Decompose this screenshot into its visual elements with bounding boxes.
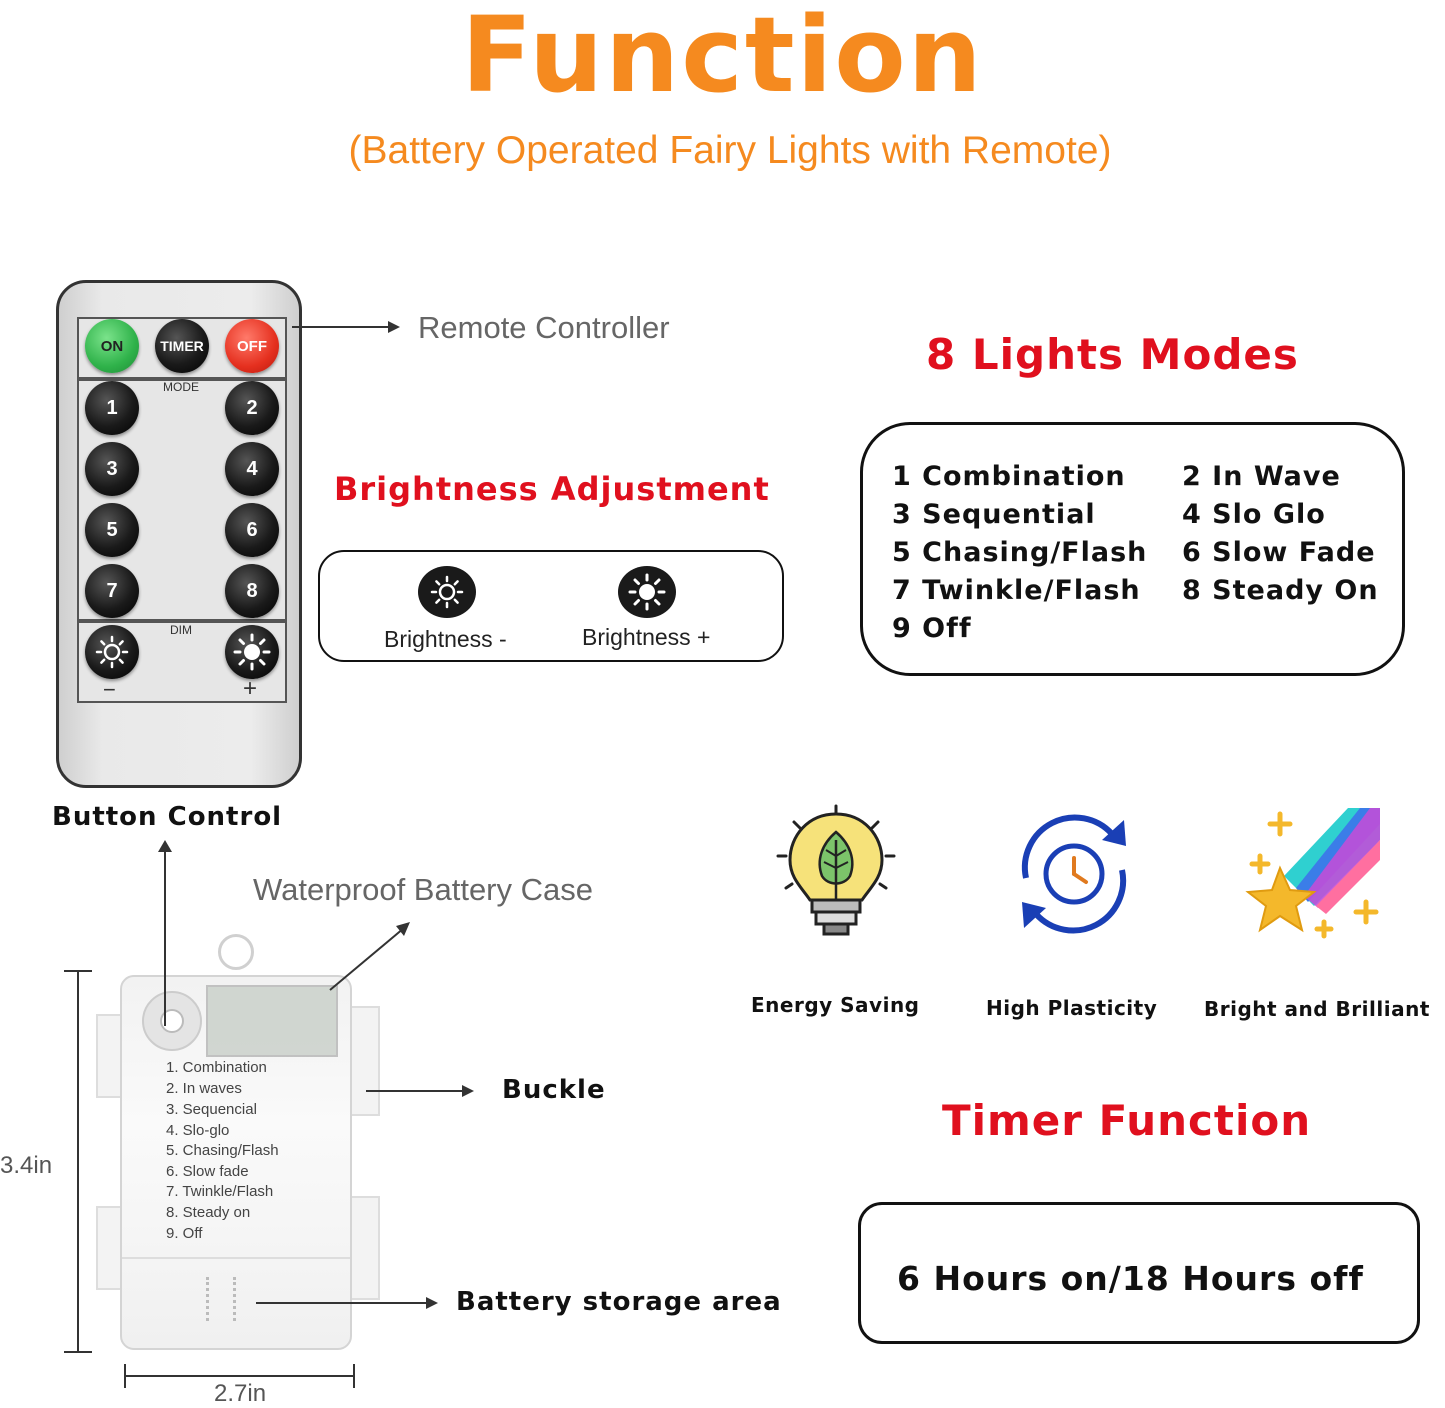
sun-large-icon: [233, 633, 271, 671]
dim-plus-symbol: +: [243, 675, 258, 702]
energy-saving-label: Energy Saving: [751, 993, 920, 1017]
mode-item: 9 Off: [892, 613, 972, 644]
case-spring: [206, 1277, 236, 1321]
case-divider: [122, 1257, 350, 1259]
sun-small-icon: [95, 635, 129, 669]
mode-6-button[interactable]: 6: [225, 503, 279, 557]
mode-item: 7 Twinkle/Flash: [892, 575, 1141, 606]
brightness-heading: Brightness Adjustment: [334, 470, 770, 508]
width-dimension-line: [124, 1364, 355, 1388]
mode-1-button[interactable]: 1: [85, 381, 139, 435]
case-hang-loop: [218, 934, 254, 970]
button-control-label: Button Control: [52, 802, 283, 832]
mode-item: 6 Slow Fade: [1182, 537, 1376, 568]
mode-8-button[interactable]: 8: [225, 564, 279, 618]
buckle-arrow: [366, 1085, 474, 1097]
modes-heading: 8 Lights Modes: [926, 330, 1299, 379]
case-list-item: 8. Steady on: [166, 1204, 251, 1221]
case-clip: [350, 1196, 380, 1300]
battery-storage-arrow: [256, 1297, 438, 1309]
timer-heading: Timer Function: [942, 1096, 1312, 1145]
mode-4-button[interactable]: 4: [225, 442, 279, 496]
case-list-item: 7. Twinkle/Flash: [166, 1183, 274, 1200]
mode-item: 3 Sequential: [892, 499, 1096, 530]
mode-7-button[interactable]: 7: [85, 564, 139, 618]
case-list-item: 1. Combination: [166, 1059, 267, 1076]
on-button[interactable]: ON: [85, 319, 139, 373]
waterproof-arrow: [329, 922, 410, 991]
case-circuit-board: [206, 985, 338, 1057]
mode-item: 5 Chasing/Flash: [892, 537, 1148, 568]
case-switch: [142, 991, 202, 1051]
dim-minus-symbol: −: [103, 677, 116, 702]
refresh-clock-icon: [1021, 814, 1127, 934]
dim-plus-button[interactable]: [225, 625, 279, 679]
mode-3-button[interactable]: 3: [85, 442, 139, 496]
shooting-star-icon: [1245, 808, 1380, 939]
mode-5-button[interactable]: 5: [85, 503, 139, 557]
height-label: 3.4in: [0, 1152, 53, 1179]
battery-storage-label: Battery storage area: [456, 1287, 782, 1317]
mode-item: 2 In Wave: [1182, 461, 1341, 492]
brightness-plus-icon: [618, 566, 676, 618]
case-list-item: 3. Sequencial: [166, 1101, 257, 1118]
battery-case: 1. Combination 2. In waves 3. Sequencial…: [120, 975, 352, 1350]
brightness-plus-label: Brightness +: [582, 624, 711, 650]
case-list-item: 9. Off: [166, 1225, 203, 1242]
brightness-minus-icon: [418, 566, 476, 618]
dim-minus-button[interactable]: [85, 625, 139, 679]
button-control-arrow: [158, 840, 172, 1026]
off-button[interactable]: OFF: [225, 319, 279, 373]
mode-item: 4 Slo Glo: [1182, 499, 1326, 530]
leaf-bulb-icon: [776, 804, 896, 936]
remote-controller-label: Remote Controller: [418, 310, 670, 345]
brightness-minus-label: Brightness -: [384, 626, 507, 652]
remote-arrow: [292, 321, 400, 333]
case-list-item: 5. Chasing/Flash: [166, 1142, 279, 1159]
case-list-item: 2. In waves: [166, 1080, 242, 1097]
modes-box: 1 Combination 3 Sequential 5 Chasing/Fla…: [860, 422, 1405, 676]
mode-item: 1 Combination: [892, 461, 1126, 492]
timer-box: 6 Hours on/18 Hours off: [858, 1202, 1420, 1344]
buckle-label: Buckle: [502, 1075, 606, 1105]
mode-item: 8 Steady On: [1182, 575, 1379, 606]
width-label: 2.7in: [214, 1380, 267, 1407]
page-subtitle: (Battery Operated Fairy Lights with Remo…: [348, 129, 1112, 172]
case-list-item: 4. Slo-glo: [166, 1122, 230, 1139]
mode-label: MODE: [163, 380, 199, 394]
waterproof-case-label: Waterproof Battery Case: [253, 872, 593, 907]
case-list-item: 6. Slow fade: [166, 1163, 249, 1180]
dim-label: DIM: [170, 623, 192, 637]
bright-brilliant-label: Bright and Brilliant: [1204, 997, 1430, 1021]
mode-2-button[interactable]: 2: [225, 381, 279, 435]
timer-button[interactable]: TIMER: [155, 319, 209, 373]
page-title: Function: [461, 0, 984, 116]
remote-control: ON TIMER OFF MODE 1 2 3 4 5 6 7 8 DIM: [56, 280, 302, 788]
brightness-box: Brightness - Brightness +: [318, 550, 784, 662]
high-plasticity-label: High Plasticity: [986, 996, 1158, 1020]
height-dimension-line: [64, 970, 92, 1353]
timer-text: 6 Hours on/18 Hours off: [897, 1259, 1364, 1298]
